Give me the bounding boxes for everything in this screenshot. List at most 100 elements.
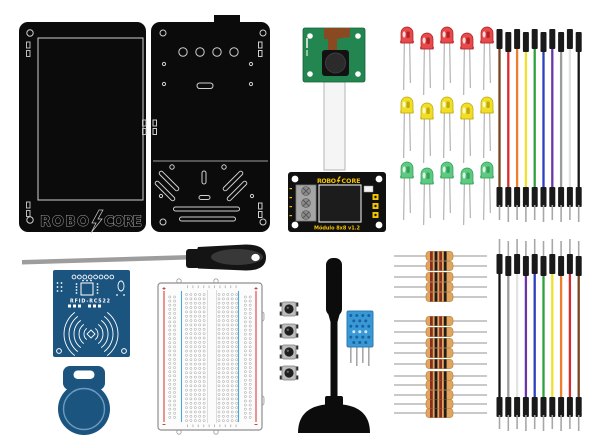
edge-slots [26,41,147,217]
resistor [394,316,487,326]
resistor [394,359,487,369]
jumper-wire [531,29,538,220]
resistor [394,371,487,381]
flex-cable [324,28,350,50]
jumper-wire [522,32,529,222]
resistor [394,348,487,358]
hang-hole-icon [251,253,260,262]
breadboard-holes [168,293,252,422]
keyring-slot [73,370,95,379]
logo-text-robo: ROBO [40,214,91,230]
camera-lens-icon [325,52,346,74]
jumper-wire [566,239,573,429]
lightning-bolt-icon [90,209,104,234]
screw-hole-icon [121,348,127,354]
jumper-wire [575,241,582,431]
silkscreen-dot [116,294,118,296]
pushbutton [279,323,299,339]
pushbuttons [279,301,299,381]
module-brand-core: CORE [342,178,361,185]
pushbutton [279,365,299,381]
antenna-stem [330,312,338,400]
lightning-bolt-icon [336,176,341,186]
led-yellow [420,102,434,164]
resistor-group [394,316,487,369]
led-row-green [400,161,494,226]
jumper-wires-bottom [496,239,582,431]
resistor [394,251,487,261]
jumper-wire [531,239,538,429]
jumper-wire [566,29,573,220]
acrylic-case: ROBO CORE [19,15,270,234]
jumper-wire [496,239,503,429]
jumper-wire [505,32,512,222]
camera-ribbon-cable [323,81,346,171]
jumper-wire [505,241,512,431]
breadboard-silk-marks [187,285,237,428]
jumper-wire [558,241,565,431]
resistor [394,272,487,282]
screw-hole-icon [26,29,34,37]
led-yellow [440,96,454,159]
resistor [394,390,487,400]
resistor [394,399,487,409]
led-red [460,32,474,96]
silkscreen-mark [306,38,308,48]
led-green [480,161,494,221]
resistor [394,408,487,418]
jumper-wire [514,29,521,220]
polarity-marks [162,287,258,425]
antenna-base [298,404,370,433]
case-right-panel [151,15,270,232]
resistor [394,338,487,348]
display-module: ROBO CORE Módulo 8x8 v1.2 [288,172,386,232]
silkscreen-dot [123,294,125,296]
screw-hole-icon [56,348,62,354]
led-red [400,26,414,91]
mount-hole-icon [291,175,299,183]
jumper-wire [540,32,547,222]
pin-header-holes [71,274,115,280]
module-brand-robo: ROBO [317,178,336,185]
resistor [394,261,487,271]
jumper-wire [549,239,556,429]
jumper-wire [549,29,556,220]
resistor-group [394,251,487,302]
screwdriver-shaft [22,255,189,265]
resistor-group [394,371,487,418]
led-yellow [460,102,474,164]
led-green [460,167,474,226]
power-rail-lines [162,287,258,425]
pin-labels [289,188,292,217]
handle-sheen [211,249,263,265]
case-logo: ROBO CORE [40,209,144,234]
led-green [440,161,454,221]
antenna-coil-arcs [63,312,119,356]
chip-outline [80,282,94,296]
smd-component [363,185,374,193]
camera-module [302,27,366,171]
jumper-wires-top [496,29,582,222]
dht-vent-holes [349,314,371,344]
crystal-outline [117,280,125,292]
coil-center-icon [86,329,96,339]
jumper-wire [514,239,521,429]
module-version-label: Módulo 8x8 v1.2 [314,225,361,232]
logo-text-core: CORE [104,214,144,230]
antenna-rod [326,258,342,316]
display-screen [318,184,362,223]
led-green [400,161,414,221]
antenna-collar [325,396,343,409]
breadboard [157,278,265,435]
antenna [298,258,370,433]
screwdriver [22,244,266,271]
rfid-label: RFID-RC522 [70,299,110,305]
mount-hole-icon [355,33,361,39]
jumper-wire [558,32,565,222]
keyfob-ring [62,387,106,431]
resistor [394,380,487,390]
rfid-keyfob [58,366,110,435]
jumper-header [372,194,379,218]
jumper-wire [496,29,503,220]
